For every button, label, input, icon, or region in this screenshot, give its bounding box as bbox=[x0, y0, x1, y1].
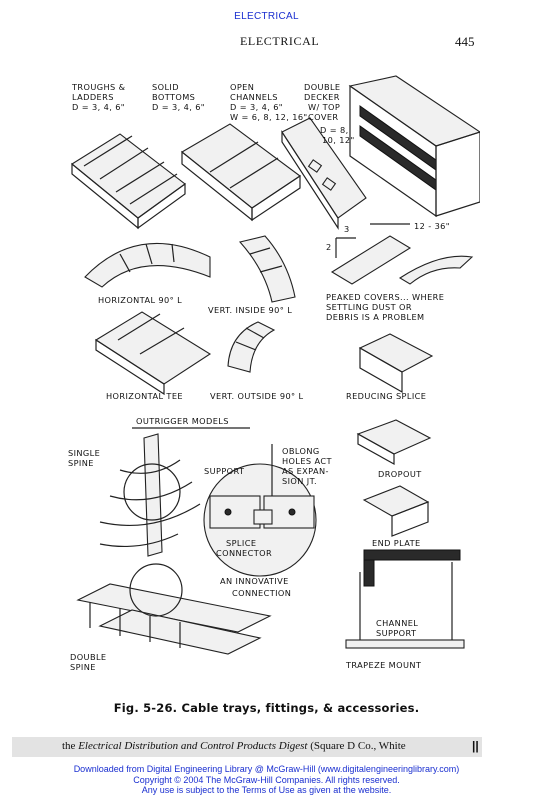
footer: Downloaded from Digital Engineering Libr… bbox=[0, 764, 533, 796]
credit-end-mark: || bbox=[472, 739, 479, 753]
double-decker-tray-illustration bbox=[348, 75, 480, 218]
label-double-3: W/ TOP bbox=[308, 102, 340, 112]
label-open-3: D = 3, 4, 6" bbox=[230, 102, 283, 112]
label-support: SUPPORT bbox=[204, 466, 245, 476]
section-title: ELECTRICAL bbox=[240, 34, 320, 48]
label-splice-2: CONNECTOR bbox=[216, 548, 272, 558]
credit-title: Electrical Distribution and Control Prod… bbox=[78, 740, 308, 752]
single-spine-outrigger-illustration bbox=[99, 433, 201, 557]
label-dropout: DROPOUT bbox=[378, 469, 422, 479]
label-vert-inside: VERT. INSIDE 90° L bbox=[208, 305, 292, 315]
label-open-4: W = 6, 8, 12, 16" bbox=[230, 112, 308, 122]
label-peaked-1: PEAKED COVERS... WHERE bbox=[326, 292, 444, 302]
footer-copyright: Copyright © 2004 The McGraw-Hill Compani… bbox=[133, 774, 400, 785]
label-double-4: COVER bbox=[308, 112, 338, 122]
credit-bar: the Electrical Distribution and Control … bbox=[12, 737, 482, 757]
label-channel-2: SUPPORT bbox=[376, 628, 417, 638]
credit-suffix: (Square D Co., White bbox=[307, 740, 406, 752]
double-spine-illustration bbox=[76, 563, 272, 655]
label-innovative-1: AN INNOVATIVE bbox=[220, 576, 289, 586]
label-solid-1: SOLID bbox=[152, 82, 179, 92]
label-oblong-2: HOLES ACT bbox=[282, 456, 333, 466]
label-peaked-3: DEBRIS IS A PROBLEM bbox=[326, 312, 425, 322]
label-vert-outside: VERT. OUTSIDE 90° L bbox=[210, 391, 304, 401]
label-troughs-3: D = 3, 4, 6" bbox=[72, 102, 125, 112]
label-double-1: DOUBLE bbox=[304, 82, 341, 92]
label-double-6: 10, 12" bbox=[322, 135, 355, 145]
label-single-1: SINGLE bbox=[68, 448, 100, 458]
end-plate-illustration bbox=[362, 485, 430, 537]
footer-download-link[interactable]: Downloaded from Digital Engineering Libr… bbox=[73, 764, 460, 774]
vertical-outside-90-illustration bbox=[227, 321, 276, 373]
label-trapeze: TRAPEZE MOUNT bbox=[345, 660, 422, 670]
label-double-5: D = 8, bbox=[320, 125, 349, 135]
label-horizontal-tee: HORIZONTAL TEE bbox=[106, 391, 183, 401]
label-troughs-1: TROUGHS & bbox=[71, 82, 126, 92]
peaked-covers-illustration bbox=[330, 223, 474, 285]
trapeze-mount-illustration bbox=[345, 549, 465, 649]
label-oblong-4: SION JT. bbox=[282, 476, 317, 486]
label-outrigger: OUTRIGGER MODELS bbox=[136, 416, 229, 426]
figure-caption: Fig. 5-26. Cable trays, fittings, & acce… bbox=[113, 701, 420, 715]
label-reducing: REDUCING SPLICE bbox=[346, 391, 426, 401]
dropout-illustration bbox=[356, 419, 432, 466]
footer-terms: Any use is subject to the Terms of Use a… bbox=[141, 785, 392, 795]
label-double-2: DECKER bbox=[304, 92, 340, 102]
label-end-plate: END PLATE bbox=[372, 538, 421, 548]
horizontal-tee-illustration bbox=[94, 311, 212, 396]
reducing-splice-illustration bbox=[358, 333, 434, 394]
header-banner: ELECTRICAL bbox=[234, 11, 299, 22]
label-open-2: CHANNELS bbox=[230, 92, 278, 102]
vertical-inside-90-illustration bbox=[238, 235, 296, 303]
label-oblong-1: OBLONG bbox=[282, 446, 320, 456]
solid-bottom-tray-illustration bbox=[181, 123, 301, 222]
label-solid-3: D = 3, 4, 6" bbox=[152, 102, 205, 112]
credit-prefix: the bbox=[62, 740, 79, 752]
label-double-spine-2: SPINE bbox=[70, 662, 96, 672]
label-horizontal-90: HORIZONTAL 90° L bbox=[98, 295, 182, 305]
label-dim-12-36: 12 - 36" bbox=[414, 221, 450, 231]
label-oblong-3: AS EXPAN- bbox=[282, 466, 329, 476]
label-dim-3: 3 bbox=[344, 224, 350, 234]
splice-connector-detail-illustration bbox=[203, 444, 317, 577]
horizontal-90-elbow-illustration bbox=[84, 242, 211, 288]
label-single-2: SPINE bbox=[68, 458, 94, 468]
label-dim-2: 2 bbox=[326, 242, 332, 252]
credit-text: the Electrical Distribution and Control … bbox=[62, 740, 406, 752]
label-solid-2: BOTTOMS bbox=[152, 92, 195, 102]
open-channel-illustration bbox=[281, 117, 367, 231]
label-peaked-2: SETTLING DUST OR bbox=[326, 302, 412, 312]
label-troughs-2: LADDERS bbox=[72, 92, 114, 102]
ladder-tray-illustration bbox=[71, 133, 186, 230]
label-double-spine-1: DOUBLE bbox=[70, 652, 107, 662]
label-open-1: OPEN bbox=[230, 82, 254, 92]
page-number: 445 bbox=[455, 34, 475, 49]
label-innovative-2: CONNECTION bbox=[232, 588, 291, 598]
cable-tray-figure: TROUGHS & LADDERS D = 3, 4, 6" SOLID BOT… bbox=[68, 75, 480, 672]
label-channel-1: CHANNEL bbox=[376, 618, 418, 628]
label-splice-1: SPLICE bbox=[226, 538, 256, 548]
